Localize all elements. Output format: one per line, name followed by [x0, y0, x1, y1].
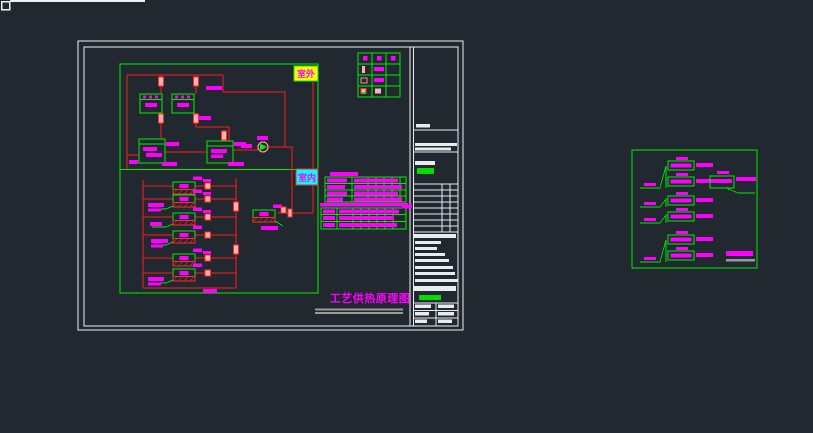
legend-table [357, 52, 401, 98]
indoor-label-text: 室内 [298, 172, 316, 184]
drawing-title-text: 工艺供热原理图 [330, 291, 411, 305]
condenser-unit-2 [171, 93, 195, 114]
viewport-corner-grip-icon [0, 0, 145, 11]
indoor-piping [142, 169, 314, 292]
outdoor-annotation-tags [129, 86, 268, 166]
condenser-unit-1 [139, 93, 163, 114]
detail-panel-side-box [709, 171, 756, 194]
indoor-zone-label: 室内 [295, 168, 319, 186]
outdoor-label-text: 室外 [297, 68, 315, 80]
equipment-table-1 [324, 172, 407, 203]
drawing-title: 工艺供热原理图 [315, 291, 410, 314]
ahu-connectors-and-tags [148, 203, 293, 293]
revision-tag [402, 204, 412, 209]
indoor-branch-valves [203, 179, 239, 277]
title-block [402, 124, 459, 326]
detail-panel [631, 149, 758, 269]
sheet-outer-frame [77, 40, 464, 331]
outdoor-zone-label: 室外 [293, 65, 319, 82]
equipment-table-2 [320, 203, 408, 230]
detail-panel-caption [726, 251, 755, 262]
heat-pump-unit-left [138, 138, 166, 164]
circulation-pump-icon [257, 141, 269, 153]
heat-pump-unit-right [206, 140, 234, 164]
